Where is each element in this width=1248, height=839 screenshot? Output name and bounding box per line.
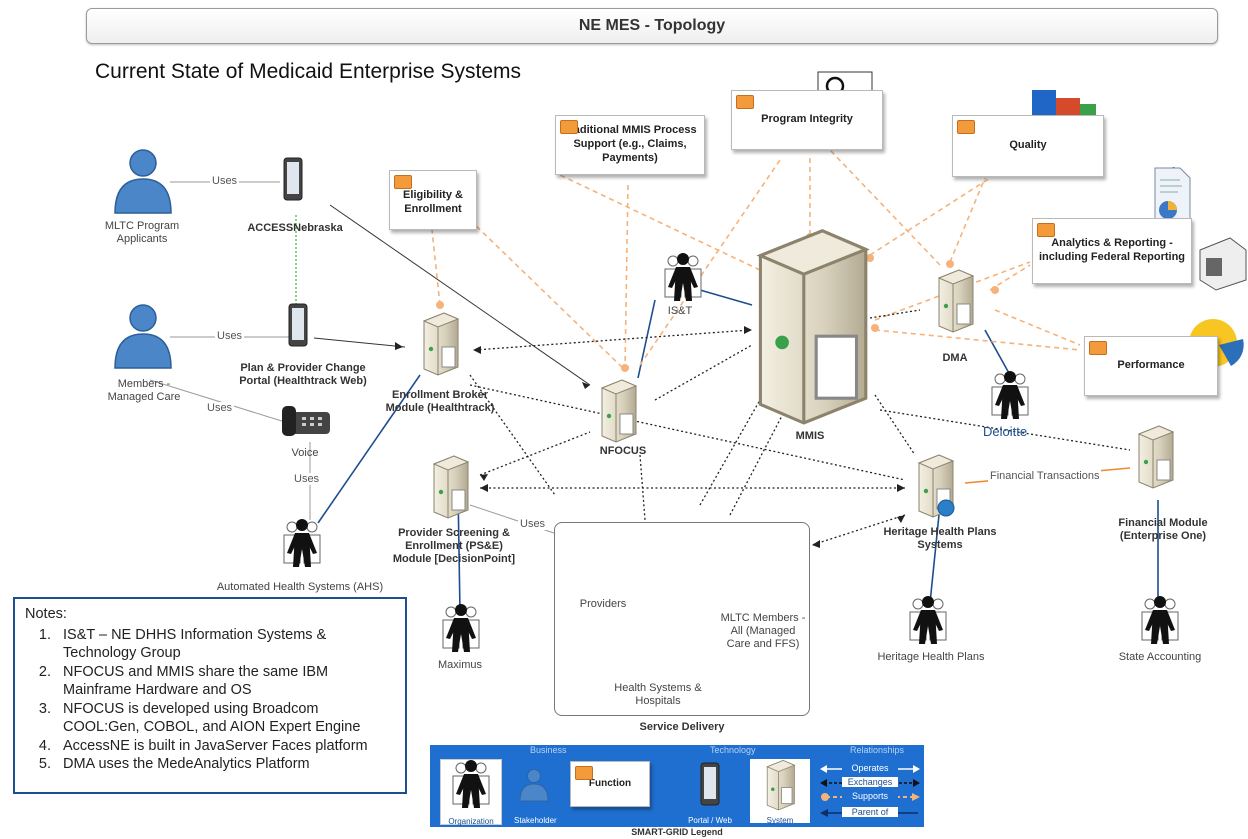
- globe-icon: [937, 499, 955, 517]
- mmis-mainframe-icon: [758, 229, 868, 425]
- state-accounting-label: State Accounting: [1118, 651, 1202, 663]
- legend-system-label: System: [766, 816, 794, 825]
- function-eligibility: Eligibility & Enrollment: [389, 170, 477, 230]
- plan-provider-portal-icon: [288, 303, 308, 347]
- mmis-label: MMIS: [795, 430, 825, 442]
- service-delivery-box: [554, 522, 810, 716]
- access-nebraska-portal-icon: [283, 157, 303, 201]
- legend-business-header: Business: [530, 745, 567, 755]
- uses-label: Uses: [210, 175, 240, 187]
- briefcase-icon: [736, 95, 754, 109]
- function-analytics: Analytics & Reporting - including Federa…: [1032, 218, 1192, 284]
- nfocus-label: NFOCUS: [599, 445, 647, 457]
- legend-function-tile: Function: [570, 761, 650, 807]
- mltc-members-label: MLTC Members - All (Managed Care and FFS…: [720, 612, 806, 651]
- note-item: IS&T – NE DHHS Information Systems & Tec…: [55, 626, 395, 663]
- note-item: NFOCUS is developed using Broadcom COOL:…: [55, 700, 395, 737]
- legend-system-tile: System: [750, 759, 810, 825]
- building-icon: [1199, 237, 1247, 291]
- voice-label: Voice: [291, 447, 319, 459]
- ps-e-label: Provider Screening & Enrollment (PS&E) M…: [392, 527, 516, 566]
- report-document-icon: [1154, 167, 1191, 231]
- legend-stakeholder-tile: Stakeholder: [514, 759, 557, 825]
- briefcase-icon: [394, 175, 412, 189]
- connector-lines: [149, 149, 1159, 613]
- uses-label: Uses: [292, 473, 322, 485]
- plan-provider-portal-label: Plan & Provider Change Portal (Healthtra…: [239, 362, 367, 388]
- briefcase-icon: [560, 120, 578, 134]
- note-item: NFOCUS and MMIS share the same IBM Mainf…: [55, 663, 395, 700]
- briefcase-icon: [1089, 341, 1107, 355]
- enrollment-broker-server-icon: [423, 312, 459, 376]
- legend-portal-tile: Portal / Web: [680, 759, 740, 825]
- note-item: DMA uses the MedeAnalytics Platform: [55, 755, 395, 774]
- health-systems-label: Health Systems & Hospitals: [614, 682, 702, 708]
- deloitte-organization-icon: [991, 370, 1029, 420]
- maximus-organization-icon: [442, 603, 480, 653]
- notes-list: IS&T – NE DHHS Information Systems & Tec…: [25, 626, 395, 774]
- function-performance: Performance: [1084, 336, 1218, 396]
- dma-label: DMA: [942, 352, 968, 364]
- members-managed-care-person-icon: [114, 304, 172, 369]
- uses-label: Uses: [215, 330, 245, 342]
- heritage-plans-label: Heritage Health Plans: [877, 651, 985, 663]
- smart-grid-legend: Business Technology Relationships Organi…: [430, 745, 924, 827]
- briefcase-icon: [1037, 223, 1055, 237]
- briefcase-icon: [575, 766, 593, 780]
- system-icon: [766, 760, 795, 811]
- legend-portal-label: Portal / Web: [688, 816, 732, 825]
- legend-title: SMART-GRID Legend: [631, 827, 723, 837]
- ahs-organization-icon: [283, 518, 321, 568]
- legend-supports-label: Supports: [842, 791, 898, 801]
- notes-title: Notes:: [25, 606, 67, 622]
- briefcase-icon: [957, 120, 975, 134]
- portal-icon: [700, 762, 720, 806]
- function-program-integrity: Program Integrity: [731, 90, 883, 150]
- access-nebraska-label: ACCESSNebraska: [247, 222, 343, 234]
- legend-exchanges-label: Exchanges: [842, 777, 898, 787]
- legend-parent-of-label: Parent of: [842, 807, 898, 817]
- diagram-subtitle: Current State of Medicaid Enterprise Sys…: [95, 60, 522, 83]
- voice-phone-icon: [282, 406, 330, 436]
- ahs-label: Automated Health Systems (AHS): [216, 581, 384, 593]
- dma-server-icon: [938, 269, 974, 333]
- enrollment-broker-label: Enrollment Broker Module (Healthtrack): [385, 389, 495, 415]
- legend-organization-label: Organization: [448, 817, 494, 826]
- service-delivery-label: Service Delivery: [639, 721, 725, 733]
- legend-stakeholder-label: Stakeholder: [514, 816, 557, 825]
- legend-relationships-header: Relationships: [850, 745, 905, 755]
- heritage-plans-organization-icon: [909, 595, 947, 645]
- diagram-title-bar: NE MES - Topology: [86, 8, 1218, 44]
- ist-label: IS&T: [667, 305, 693, 317]
- uses-label: Uses: [518, 518, 548, 530]
- mltc-applicants-label: MLTC Program Applicants: [104, 220, 180, 246]
- financial-module-server-icon: [1138, 425, 1174, 489]
- organization-icon: [452, 759, 490, 809]
- diagram-title: NE MES - Topology: [578, 17, 726, 34]
- notes-panel: Notes: IS&T – NE DHHS Information System…: [13, 597, 407, 794]
- state-accounting-organization-icon: [1141, 595, 1179, 645]
- mltc-applicants-person-icon: [114, 149, 172, 214]
- function-traditional-mmis: Traditional MMIS Process Support (e.g., …: [555, 115, 705, 175]
- legend-organization-tile: Organization: [440, 759, 502, 826]
- members-managed-care-label: Members - Managed Care: [107, 378, 181, 404]
- heritage-systems-label: Heritage Health Plans Systems: [883, 526, 997, 552]
- financial-transactions-label: Financial Transactions: [988, 470, 1102, 482]
- legend-operates-label: Operates: [842, 763, 898, 773]
- financial-module-label: Financial Module (Enterprise One): [1118, 517, 1208, 543]
- legend-technology-header: Technology: [710, 745, 756, 755]
- providers-label: Providers: [579, 598, 627, 610]
- ps-e-server-icon: [433, 455, 469, 519]
- function-quality: Quality: [952, 115, 1104, 177]
- ist-organization-icon: [664, 252, 702, 302]
- uses-label: Uses: [205, 402, 235, 414]
- deloitte-label: Deloitte: [983, 424, 1028, 439]
- maximus-label: Maximus: [437, 659, 482, 671]
- note-item: AccessNE is built in JavaServer Faces pl…: [55, 737, 395, 756]
- nfocus-server-icon: [601, 379, 637, 443]
- stakeholder-icon: [519, 769, 549, 802]
